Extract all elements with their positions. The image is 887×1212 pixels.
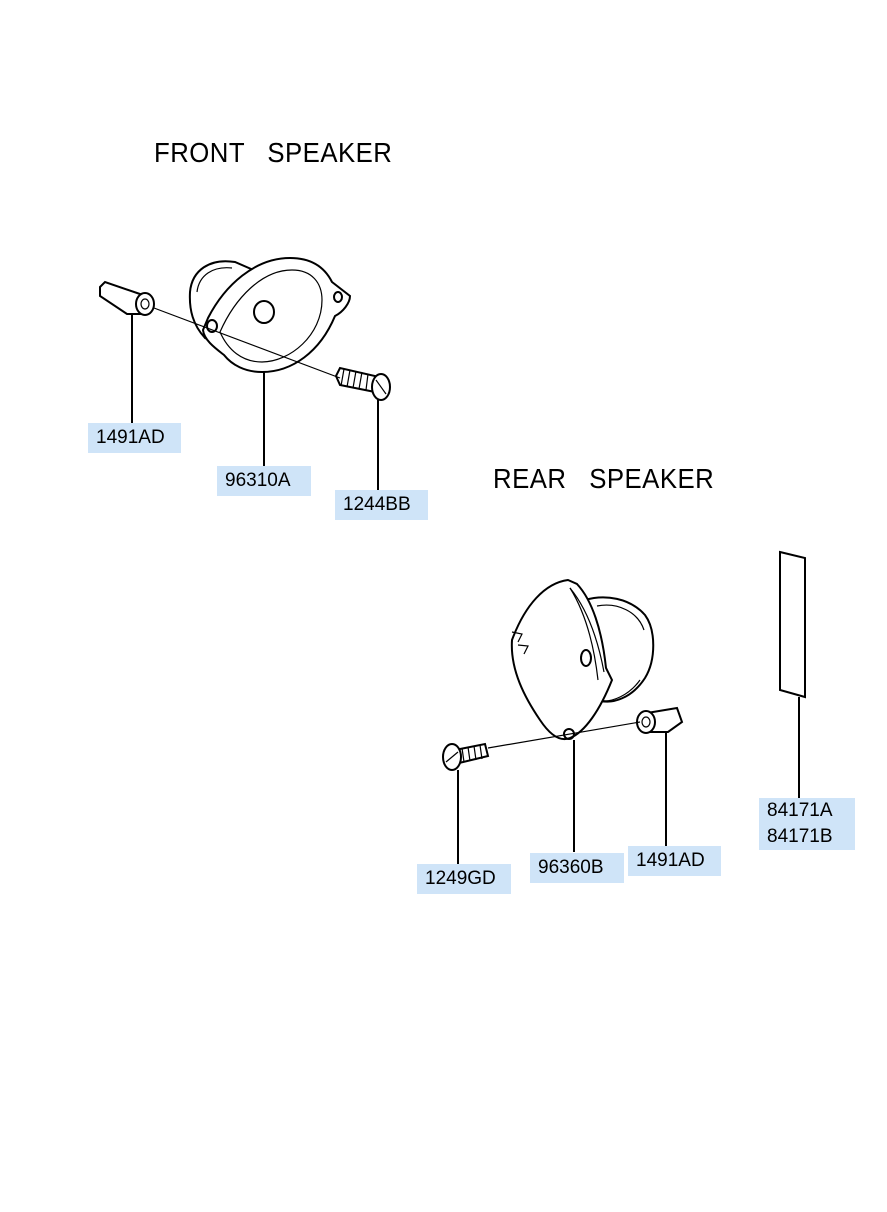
rear-speaker-title: REAR SPEAKER: [493, 463, 715, 494]
rear-speaker-icon: [510, 578, 655, 740]
rear-bushing-label[interactable]: 1491AD: [628, 846, 721, 876]
front-speaker-title: FRONT SPEAKER: [154, 137, 393, 168]
rear-speaker-label[interactable]: 96360B: [530, 853, 624, 883]
front-bushing-label[interactable]: 1491AD: [88, 423, 181, 453]
label-sticker-a-label[interactable]: 84171A: [759, 798, 855, 824]
front-speaker-label[interactable]: 96310A: [217, 466, 311, 496]
rear-bushing-icon: [636, 706, 684, 734]
front-screw-icon: [334, 366, 391, 401]
rear-screw-label[interactable]: 1249GD: [417, 864, 511, 894]
front-bushing-icon: [99, 280, 155, 316]
label-sticker-b-label[interactable]: 84171B: [759, 824, 855, 850]
front-speaker-icon: [188, 256, 352, 374]
front-screw-label[interactable]: 1244BB: [335, 490, 428, 520]
rear-screw-icon: [442, 742, 490, 771]
label-sticker-icon: [779, 550, 806, 699]
